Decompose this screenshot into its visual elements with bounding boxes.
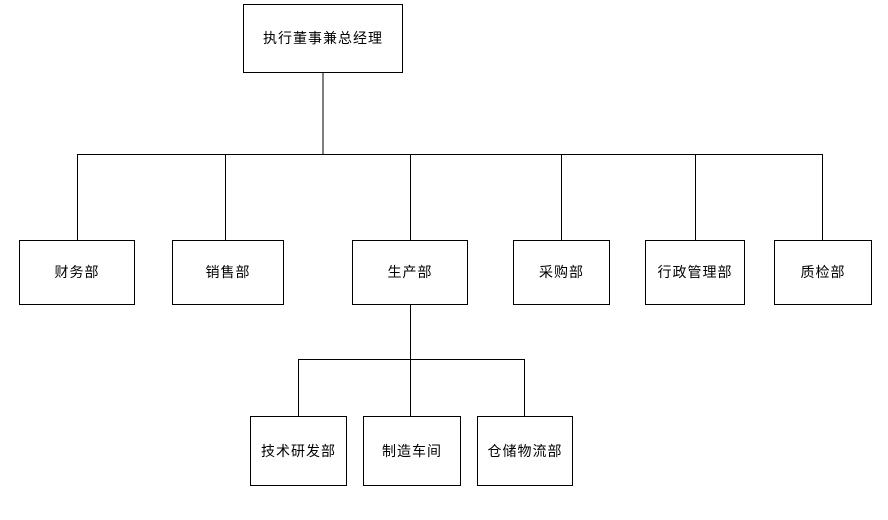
org-node-warehouse-logistics-dept[interactable]: 仓储物流部 bbox=[477, 416, 573, 486]
org-node-label: 仓储物流部 bbox=[487, 442, 563, 459]
org-node-label: 生产部 bbox=[387, 264, 433, 281]
org-node-label: 采购部 bbox=[539, 264, 584, 281]
org-node-sales-dept[interactable]: 销售部 bbox=[172, 240, 284, 305]
org-node-label: 技术研发部 bbox=[261, 442, 336, 459]
org-node-finance-dept[interactable]: 财务部 bbox=[19, 240, 135, 305]
org-node-production-dept[interactable]: 生产部 bbox=[352, 240, 468, 305]
org-node-label: 质检部 bbox=[800, 264, 846, 281]
org-node-label: 财务部 bbox=[54, 264, 100, 281]
org-node-label: 销售部 bbox=[205, 264, 251, 281]
org-node-admin-management-dept[interactable]: 行政管理部 bbox=[645, 240, 745, 305]
org-node-procurement-dept[interactable]: 采购部 bbox=[513, 240, 610, 305]
org-node-label: 制造车间 bbox=[382, 442, 442, 459]
org-node-root[interactable]: 执行董事兼总经理 bbox=[243, 4, 403, 73]
org-node-quality-inspection-dept[interactable]: 质检部 bbox=[774, 240, 872, 305]
org-node-label: 行政管理部 bbox=[657, 264, 733, 281]
org-node-root-label: 执行董事兼总经理 bbox=[263, 30, 383, 47]
org-node-manufacturing-workshop[interactable]: 制造车间 bbox=[363, 416, 461, 486]
org-node-tech-rd-dept[interactable]: 技术研发部 bbox=[250, 416, 347, 486]
